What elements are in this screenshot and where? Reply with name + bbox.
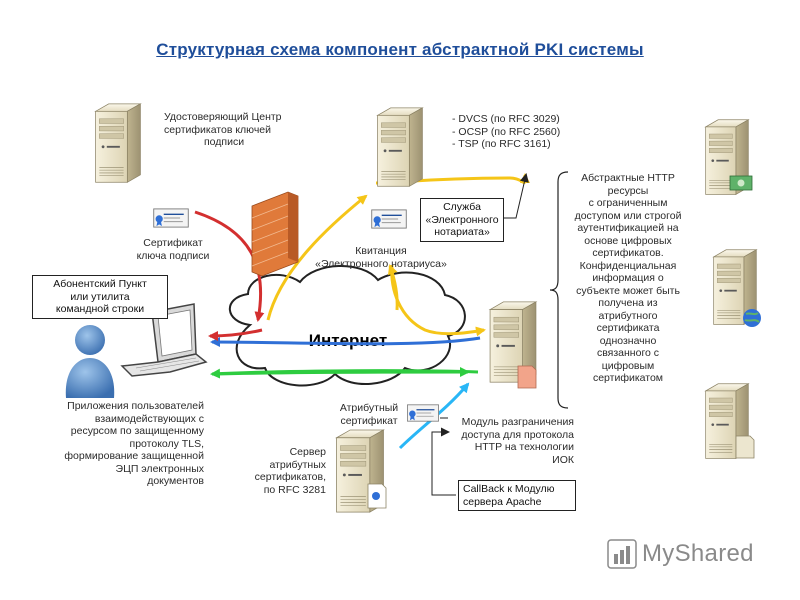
money-icon [729, 175, 753, 191]
ca-label-line: Удостоверяющий Центр [164, 111, 282, 123]
receipt-label-line: Квитанция [355, 245, 407, 257]
resources-line: ресурсы [607, 184, 649, 197]
subscriber-line: Абонентский Пункт [53, 278, 147, 290]
attr-server-line: сертификатов, [254, 471, 326, 483]
subscriber-line: или утилита [70, 290, 130, 303]
laptop-icon [120, 303, 208, 377]
yellow-arrow-notary-down [390, 264, 486, 337]
red-arrow [194, 210, 265, 322]
green-arrow-back [211, 367, 470, 378]
callback-box: CallBack к Модулю сервера Apache [458, 480, 576, 511]
callback-line: CallBack к Модулю [463, 483, 555, 495]
services-label-line: - DVCS (по RFC 3029) [452, 113, 560, 125]
notary-service-line: нотариата» [434, 226, 490, 238]
attr-cert-label: Атрибутный сертификат [334, 402, 404, 427]
receipt-label: Квитанция «Электронного нотариуса» [306, 245, 456, 270]
resources-line: основе цифровых [584, 234, 672, 247]
attr-server-line: Сервер [289, 446, 326, 458]
module-line: Модуль разграничения [461, 416, 574, 428]
certificate-icon [371, 209, 407, 229]
subscriber-box: Абонентский Пункт или утилита командной … [32, 275, 168, 319]
resources-line: субъекте может быть [576, 284, 680, 297]
resources-line: аутентификацией на [577, 222, 679, 234]
server-icon [377, 107, 423, 187]
attr-cert-line: Атрибутный [339, 402, 399, 414]
globe-icon [743, 309, 761, 327]
user-apps-line: ЭЦП электронных [115, 462, 204, 475]
server-icon [95, 103, 141, 183]
ca-cert-label: Сертификат ключа подписи [118, 237, 228, 262]
user-apps-line: ресурсом по защищенному [70, 425, 204, 437]
user-apps-line: Приложения пользователей [67, 400, 204, 412]
resources-line: сертификатом [592, 372, 664, 384]
services-label-line: - OCSP (по RFC 2560) [452, 125, 561, 138]
user-apps-line: документов [147, 475, 204, 487]
resources-line: сертификатов. [592, 247, 664, 259]
resources-line: Конфиденциальная [579, 259, 677, 272]
ca-label-line: сертификатов ключей [164, 123, 271, 136]
resources-line: Абстрактные HTTP [581, 172, 675, 184]
resources-line: сертификата [596, 322, 660, 334]
services-label-line: - TSP (по RFC 3161) [452, 138, 551, 150]
resources-line: однозначно [599, 334, 657, 347]
myshared-watermark[interactable]: MyShared [642, 540, 754, 567]
document-icon [735, 435, 755, 459]
yellow-arrow-notary-up [387, 264, 399, 311]
certificate-icon [406, 404, 440, 422]
ca-label: Удостоверяющий Центр сертификатов ключей… [164, 111, 304, 149]
callback-line: сервера Apache [463, 495, 542, 508]
callback-connector [431, 427, 456, 496]
attr-server-line: атрибутных [269, 458, 326, 471]
module-line: ИОК [552, 453, 574, 466]
ca-label-line: подписи [204, 136, 245, 148]
resources-line: информация о [592, 272, 664, 284]
resources-line: цифровым [601, 359, 655, 372]
resources-line: связанного с [596, 347, 660, 359]
yellow-arrow-ca-out [266, 194, 368, 321]
certificate-icon [153, 208, 189, 228]
document-icon [367, 483, 387, 509]
ca-cert-label-line: Сертификат [143, 237, 203, 249]
ca-cert-label-line: ключа подписи [136, 249, 210, 262]
attr-server-line: по RFC 3281 [263, 483, 326, 496]
cloud-icon [228, 265, 466, 387]
notary-service-line: Служба [443, 201, 481, 213]
document-icon [517, 365, 537, 389]
user-apps-line: формирование защищенной [64, 450, 204, 462]
resources-label: Абстрактные HTTP ресурсы с ограниченным … [566, 172, 690, 385]
user-apps-line: протоколу TLS, [129, 437, 204, 450]
user-icon [65, 325, 115, 398]
firewall-icon [251, 191, 299, 277]
resources-line: с ограниченным [588, 197, 668, 209]
attr-server-label: Сервер атрибутных сертификатов, по RFC 3… [232, 446, 326, 496]
myshared-logo-icon [607, 539, 637, 569]
notary-service-box: Служба «Электронного нотариата» [420, 198, 504, 242]
module-label: Модуль разграничения доступа для протоко… [444, 416, 574, 466]
internet-cloud [228, 265, 466, 387]
resources-line: получена из [598, 297, 658, 309]
user-apps-line: взаимодействующих с [94, 412, 204, 425]
resources-brace [549, 171, 569, 409]
internet-label: Интернет [309, 331, 387, 350]
blue-arrow [210, 336, 481, 348]
diagram-title: Структурная схема компонент абстрактной … [156, 40, 644, 59]
services-label: - DVCS (по RFC 3029) - OCSP (по RFC 2560… [452, 113, 582, 151]
receipt-label-line: «Электронного нотариуса» [315, 257, 447, 270]
attr-cert-line: сертификат [340, 414, 398, 427]
notary-connector [502, 173, 529, 219]
module-line: HTTP на технологии [474, 441, 574, 453]
notary-service-line: «Электронного [425, 213, 499, 226]
user-apps-label: Приложения пользователей взаимодействующ… [40, 400, 204, 488]
red-arrow-2 [208, 328, 263, 341]
subscriber-line: командной строки [55, 303, 145, 315]
resources-line: атрибутного [598, 309, 658, 322]
module-line: доступа для протокола [461, 428, 574, 441]
resources-line: доступом или строгой [574, 209, 682, 222]
